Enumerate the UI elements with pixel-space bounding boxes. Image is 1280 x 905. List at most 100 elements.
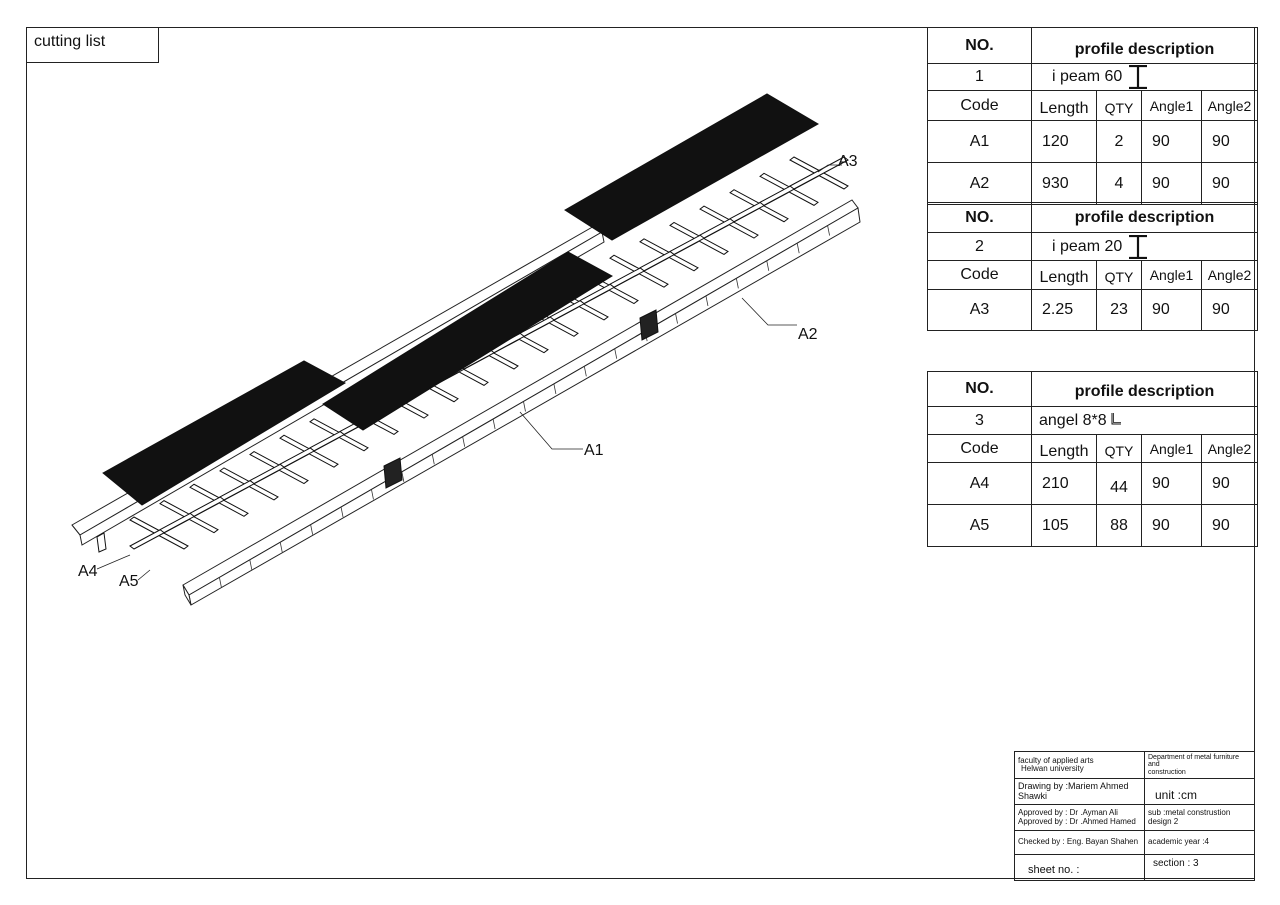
rail-panel-line xyxy=(796,243,800,254)
table-row: A2 930 4 90 90 xyxy=(927,162,1258,205)
col-code: Code xyxy=(927,90,1032,121)
rail-panel-line xyxy=(401,471,405,482)
cell-length: 210 xyxy=(1031,462,1097,505)
sheet-title: cutting list xyxy=(26,27,159,63)
cell-angle2: 90 xyxy=(1201,462,1258,505)
cell-angle1: 90 xyxy=(1141,120,1202,163)
rail-panel-line xyxy=(462,436,466,447)
col-length: Length xyxy=(1031,260,1097,290)
callout-a5: A5 xyxy=(119,573,139,590)
col-code: Code xyxy=(927,260,1032,290)
rail-panel-line xyxy=(583,366,587,377)
cell-qty: 2 xyxy=(1096,120,1142,163)
rail-panel-line xyxy=(340,506,344,518)
table-row: A3 2.25 23 90 90 xyxy=(927,289,1258,331)
rail-panel-line xyxy=(249,559,253,570)
col-angle2: Angle2 xyxy=(1201,260,1258,290)
angle-profile-icon xyxy=(1111,412,1121,424)
department-line2: construction xyxy=(1148,768,1186,776)
callout-a3: A3 xyxy=(838,153,858,170)
rail-panel-line xyxy=(827,225,830,236)
rail-panel-line xyxy=(279,542,283,553)
rail-panel-line xyxy=(705,295,709,307)
profile-desc-header: profile description xyxy=(1031,371,1258,407)
isometric-structure-drawing: A3 A2 A1 A4 A5 xyxy=(71,93,861,606)
cell-length: 930 xyxy=(1031,162,1097,205)
section: section : 3 xyxy=(1144,854,1255,881)
cell-angle1: 90 xyxy=(1141,162,1202,205)
col-angle1: Angle1 xyxy=(1141,90,1202,121)
callout-a4: A4 xyxy=(78,563,98,580)
profile-no: 3 xyxy=(927,406,1032,435)
col-angle2: Angle2 xyxy=(1201,434,1258,463)
cell-angle1: 90 xyxy=(1141,504,1202,547)
cell-angle1: 90 xyxy=(1141,289,1202,331)
col-qty: QTY xyxy=(1096,90,1142,121)
profile-description: angel 8*8 xyxy=(1039,411,1107,429)
callout-a2: A2 xyxy=(798,326,818,343)
callout-a1: A1 xyxy=(584,442,604,459)
cell-qty: 4 xyxy=(1096,162,1142,205)
no-header: NO. xyxy=(927,371,1032,407)
drawing-by-line2: Shawki xyxy=(1018,790,1048,801)
col-code: Code xyxy=(927,434,1032,463)
department-line1: Department of metal furniture and xyxy=(1148,753,1240,769)
rail-panel-line xyxy=(492,419,496,430)
cell-qty: 44 xyxy=(1096,462,1142,505)
callout-leaders xyxy=(96,164,842,581)
profile-table-3: NO. profile description 3 angel 8*8 Code… xyxy=(927,371,1258,547)
profile-no: 1 xyxy=(927,63,1032,91)
col-qty: QTY xyxy=(1096,434,1142,463)
cell-angle2: 90 xyxy=(1201,162,1258,205)
cell-qty: 88 xyxy=(1096,504,1142,547)
sheet-no: sheet no. : xyxy=(1014,854,1145,881)
cell-angle2: 90 xyxy=(1201,289,1258,331)
rail-panel-line xyxy=(735,278,739,289)
profile-table-1: NO. profile description 1 i peam 60 Code… xyxy=(927,27,1258,205)
table-row: A5 105 88 90 90 xyxy=(927,504,1258,547)
subject-line1: sub :metal construstion xyxy=(1148,808,1231,818)
rail-panel-line xyxy=(431,454,435,465)
cell-code: A3 xyxy=(927,289,1032,331)
rail-panel-line xyxy=(675,313,678,324)
table-row: A4 210 44 90 90 xyxy=(927,462,1258,505)
approved-by-2: Approved by : Dr .Ahmed Hamed xyxy=(1018,816,1136,826)
profile-desc-header: profile description xyxy=(1031,202,1258,233)
col-angle1: Angle1 xyxy=(1141,260,1202,290)
profile-desc-header: profile description xyxy=(1031,27,1258,64)
col-length: Length xyxy=(1031,90,1097,121)
col-angle1: Angle1 xyxy=(1141,434,1202,463)
profile-description-cell: i peam 60 xyxy=(1031,63,1258,91)
rail-panel-line xyxy=(553,383,557,394)
i-beam-icon xyxy=(1129,234,1148,259)
beam-a1-drawing xyxy=(182,199,861,606)
cell-length: 2.25 xyxy=(1031,289,1097,331)
profile-description-cell: angel 8*8 xyxy=(1031,406,1258,435)
deck-plates-drawing xyxy=(102,93,820,506)
rail-panel-line xyxy=(523,401,526,412)
cell-code: A4 xyxy=(927,462,1032,505)
academic-year: academic year :4 xyxy=(1144,830,1255,855)
cell-angle1: 90 xyxy=(1141,462,1202,505)
drawing-by-line1: Drawing by :Mariem Ahmed xyxy=(1018,781,1129,792)
rail-panel-line xyxy=(371,489,374,500)
no-header: NO. xyxy=(927,27,1032,64)
faculty-line1: faculty of applied arts xyxy=(1018,755,1094,765)
cell-angle2: 90 xyxy=(1201,504,1258,547)
rail-panel-line xyxy=(310,524,314,535)
profile-description-cell: i peam 20 xyxy=(1031,232,1258,261)
profile-no: 2 xyxy=(927,232,1032,261)
i-beam-icon xyxy=(1129,65,1148,89)
approved-by-1: Approved by : Dr .Ayman Ali xyxy=(1018,808,1118,818)
cell-length: 120 xyxy=(1031,120,1097,163)
faculty-line2: Helwan university xyxy=(1021,764,1084,773)
no-header: NO. xyxy=(927,202,1032,233)
rail-panel-line xyxy=(766,260,770,271)
cell-code: A1 xyxy=(927,120,1032,163)
